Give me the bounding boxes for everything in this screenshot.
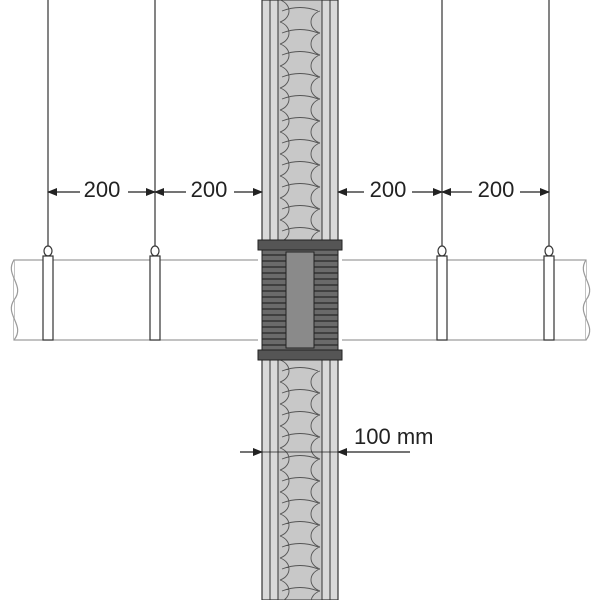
dim-text-bg [80, 176, 128, 202]
pipe-hangers [42, 0, 555, 341]
insulation-pattern [279, 359, 321, 600]
pipe-hanger [436, 0, 448, 341]
penetration-seal [257, 239, 343, 361]
pipe-hanger [543, 0, 555, 341]
wall-thickness-label: 100 mm [354, 424, 433, 449]
dim-label-right-outer: 200 [478, 177, 515, 202]
dim-label-right-inner: 200 [370, 177, 407, 202]
dim-text-bg [186, 176, 234, 202]
dim-text-bg [472, 176, 520, 202]
top-dimensions: 200 200 200 200 [47, 176, 550, 202]
hanger-eye [150, 245, 160, 257]
hanger-eye [437, 245, 447, 257]
seal-core [285, 251, 315, 349]
pipe-break-left [10, 259, 19, 341]
hanger-clamp [149, 255, 161, 341]
hanger-clamp [543, 255, 555, 341]
pipe-hanger [42, 0, 54, 341]
seal-bottom-plate [257, 349, 343, 361]
hanger-eye [43, 245, 53, 257]
seal-top-plate [257, 239, 343, 251]
dim-text-bg [364, 176, 412, 202]
insulation [279, 0, 321, 600]
hanger-clamp [42, 255, 54, 341]
pipe-break-right [582, 259, 591, 341]
dim-label-left-outer: 200 [84, 177, 121, 202]
pipe-hanger [149, 0, 161, 341]
insulation-pattern [279, 0, 321, 254]
dim-label-left-inner: 200 [191, 177, 228, 202]
wall-thickness-dimension: 100 mm [240, 424, 433, 456]
hanger-clamp [436, 255, 448, 341]
hanger-eye [544, 245, 554, 257]
